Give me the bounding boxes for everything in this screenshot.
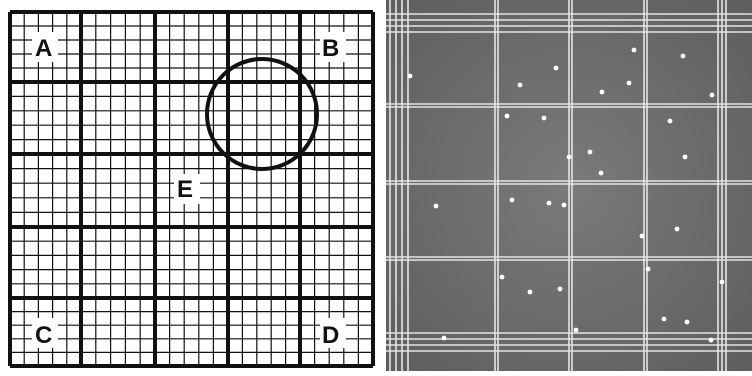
label-a: A [35, 35, 52, 62]
hemocytometer-micrograph [386, 0, 752, 371]
cell-dot [675, 227, 680, 232]
cell-dot [562, 203, 567, 208]
cell-dot [632, 48, 637, 53]
cell-dot [518, 83, 523, 88]
cell-dot [646, 267, 651, 272]
cell-dot [542, 116, 547, 121]
cell-dot [588, 150, 593, 155]
cell-dot [599, 171, 604, 176]
cell-dot [505, 114, 510, 119]
cell-dot [528, 290, 533, 295]
cell-dot [683, 155, 688, 160]
cell-dot [710, 93, 715, 98]
cell-dot [627, 81, 632, 86]
cell-dot [600, 90, 605, 95]
micrograph-svg [386, 0, 752, 371]
cell-dot [709, 338, 714, 343]
cell-dot [640, 234, 645, 239]
grid-diagram-svg: A B C D E [0, 0, 380, 371]
cell-dot [434, 204, 439, 209]
hemocytometer-grid-diagram: A B C D E [0, 0, 380, 371]
label-b: B [322, 35, 339, 62]
cell-dot [442, 336, 447, 341]
label-e: E [177, 176, 193, 203]
cell-dot [668, 119, 673, 124]
cell-dot [500, 275, 505, 280]
cell-dot [408, 74, 413, 79]
cell-dot [720, 280, 725, 285]
cell-dot [510, 198, 515, 203]
cell-dot [681, 54, 686, 59]
label-d: D [322, 322, 339, 349]
cell-dot [567, 155, 572, 160]
cell-dot [574, 328, 579, 333]
cell-dot [558, 287, 563, 292]
cell-dot [685, 320, 690, 325]
cell-dot [547, 201, 552, 206]
cell-dot [554, 66, 559, 71]
cell-dot [662, 317, 667, 322]
label-c: C [35, 322, 52, 349]
